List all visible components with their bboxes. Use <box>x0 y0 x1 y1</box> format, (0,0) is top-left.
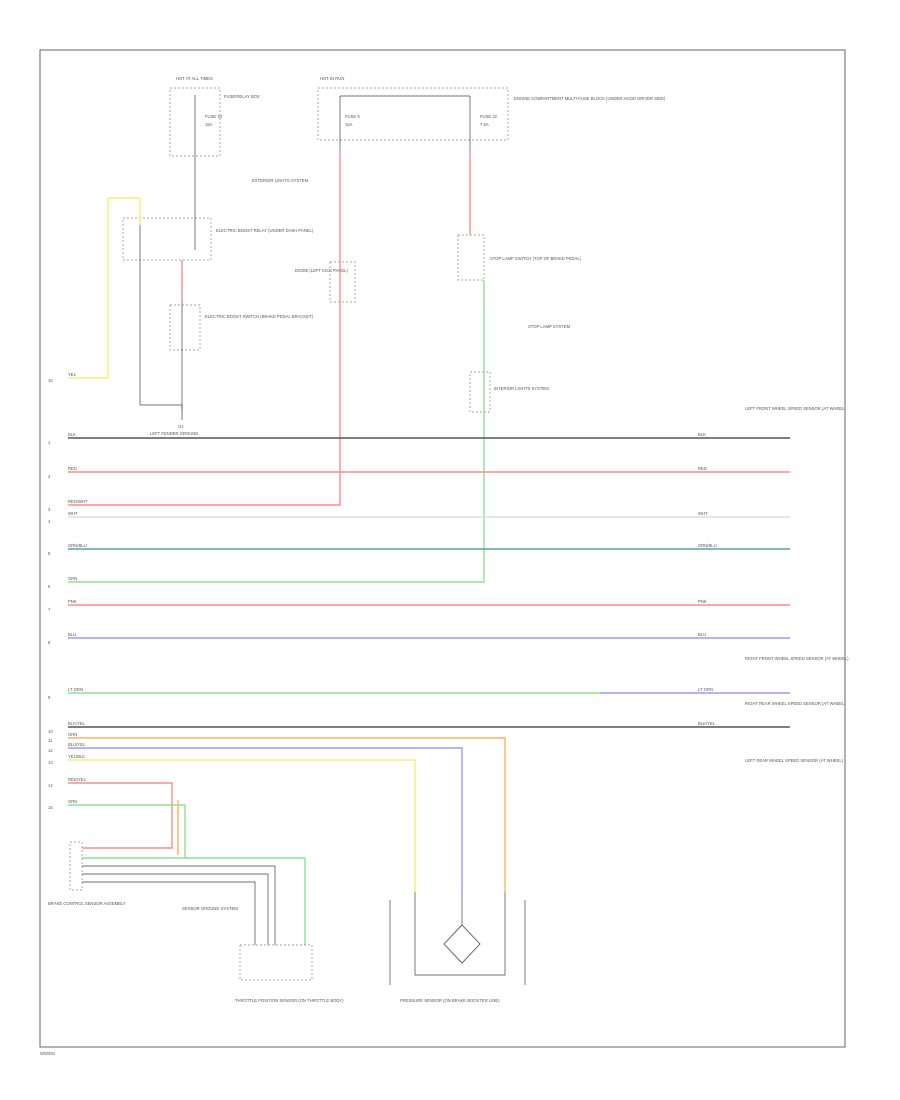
wire-dest-label: WHT <box>698 511 708 516</box>
wire-color-label: YEL/BLK <box>68 754 85 759</box>
wire-color-label: WHT <box>68 511 78 516</box>
sensor-ref-label: SENSOR GROUND SYSTEM <box>182 906 238 911</box>
stop-lamp-ref-label: STOP LAMP SYSTEM <box>528 324 571 329</box>
brake-switch-label: ELECTRIC BOOST SWITCH (BRAKE PEDAL BRACK… <box>205 314 314 319</box>
diode: DIODE (LEFT KICK PANEL) <box>295 261 356 303</box>
orange-sensor-wire <box>68 737 506 892</box>
left-fuse-note: FUSE/RELAY BOX <box>224 94 260 99</box>
wire-color-label: PNK <box>68 599 77 604</box>
pin-number: 9 <box>48 695 51 700</box>
fuse-a-number: FUSE 5 <box>345 114 360 119</box>
wheel-sensor-lf: LEFT FRONT WHEEL SPEED SENSOR (AT WHEEL) <box>745 406 846 411</box>
fuse-b-amps: 7.5A <box>480 122 489 127</box>
fuse-a-amps: 10A <box>345 122 353 127</box>
pin-number: 7 <box>48 607 51 612</box>
pin-number: 2 <box>48 474 51 479</box>
pin-number: 11 <box>48 738 53 743</box>
starter-relay: ELECTRIC BOOST RELAY (UNDER DASH PANEL) <box>122 160 314 405</box>
throttle-sensor-label: THROTTLE POSITION SENSOR (ON THROTTLE BO… <box>235 998 344 1003</box>
pin-number: 14 <box>48 783 53 788</box>
yaw-sensor-label: BRAKE CONTROL SENSOR ASSEMBLY <box>48 901 126 906</box>
wire-color-label: RED <box>68 466 77 471</box>
power-ref-label: EXTERIOR LIGHTS SYSTEM <box>252 178 309 183</box>
pin-number: 13 <box>48 760 53 765</box>
wire-color-label: YEL <box>68 372 77 377</box>
pin-number: 12 <box>48 748 53 753</box>
left-fuse-number: FUSE 10 <box>205 114 223 119</box>
pressure-sensor-label: PRESSURE SENSOR (ON BRAKE BOOSTER LINE) <box>400 998 500 1003</box>
green-stop-lamp-wire <box>68 280 485 583</box>
stop-lamp-switch-label: STOP LAMP SWITCH (TOP OF BRAKE PEDAL) <box>490 256 582 261</box>
page-ref: W/D/ED <box>40 1051 55 1056</box>
pin-number: 3 <box>48 507 51 512</box>
left-fuse-title: HOT AT ALL TIMES <box>176 76 213 81</box>
starter-relay-label: ELECTRIC BOOST RELAY (UNDER DASH PANEL) <box>216 228 314 233</box>
pin-number: 8 <box>48 640 51 645</box>
pin-number: 4 <box>48 519 51 524</box>
brake-switch: ELECTRIC BOOST SWITCH (BRAKE PEDAL BRACK… <box>169 260 314 410</box>
main-fuse-box: HOT IN RUN FUSE 5 10A FUSE 22 7.5A ENGIN… <box>317 76 666 150</box>
yellow-feed-wire <box>107 197 141 378</box>
pin-number: 10 <box>48 729 53 734</box>
wire-color-label: LT GRN <box>68 687 83 692</box>
pressure-sensor: PRESSURE SENSOR (ON BRAKE BOOSTER LINE) <box>389 892 526 1003</box>
blue-sensor-wire <box>68 747 463 892</box>
wheel-sensor-lr: LEFT REAR WHEEL SPEED SENSOR (AT WHEEL) <box>745 758 844 763</box>
red-yaw-wire <box>68 782 173 849</box>
ground-label: LEFT FENDER GROUND <box>150 431 198 436</box>
stop-lamp-switch: STOP LAMP SWITCH (TOP OF BRAKE PEDAL) <box>457 234 582 281</box>
throttle-sensor: THROTTLE POSITION SENSOR (ON THROTTLE BO… <box>182 906 344 1003</box>
wire-color-label: GRN <box>68 576 77 581</box>
ground-point: G1 LEFT FENDER GROUND <box>140 404 198 436</box>
yellow-sensor-wire <box>68 759 416 892</box>
wire-color-label: BLU/YEL <box>68 742 86 747</box>
wire-color-label: BLK <box>68 432 76 437</box>
pin-number: 15 <box>48 805 53 810</box>
wire-color-label: RED/WHT <box>68 499 88 504</box>
main-fuse-note: ENGINE COMPARTMENT MULTI-FUSE BLOCK (UND… <box>514 96 666 101</box>
fuse-b-number: FUSE 22 <box>480 114 498 119</box>
interior-ref-label: INTERIOR LIGHTS SYSTEM <box>494 386 549 391</box>
green-yaw-wire <box>68 804 186 859</box>
interior-lights-box: INTERIOR LIGHTS SYSTEM <box>469 371 549 413</box>
wire-color-label: BLK/YEL <box>68 721 86 726</box>
wire-color-label: BLU <box>68 632 76 637</box>
pin-number: 16 <box>48 378 53 383</box>
left-fuse-box: HOT AT ALL TIMES FUSE 10 15A FUSE/RELAY … <box>169 76 260 160</box>
wire-dest-label: PNK <box>698 599 707 604</box>
wire-color-label: GRN/BLU <box>68 543 87 548</box>
green-throttle-wire <box>185 857 306 945</box>
pin-number: 5 <box>48 551 51 556</box>
wheel-sensor-rf: RIGHT FRONT WHEEL SPEED SENSOR (AT WHEEL… <box>745 656 849 661</box>
wire-dest-label: BLK/YEL <box>698 721 716 726</box>
red-feed-wire <box>68 150 341 506</box>
pressure-sensor-symbol <box>443 924 481 964</box>
wheel-sensor-rr: RIGHT REAR WHEEL SPEED SENSOR (AT WHEEL) <box>745 701 846 706</box>
diode-label: DIODE (LEFT KICK PANEL) <box>295 268 349 273</box>
wire-dest-label: GRN/BLU <box>698 543 717 548</box>
wire-dest-label: LT GRN <box>698 687 713 692</box>
wire-color-label: GRN <box>68 799 77 804</box>
wire-color-label: RED/YEL <box>68 777 87 782</box>
wire-dest-label: RED <box>698 466 707 471</box>
wire-dest-label: BLK <box>698 432 706 437</box>
pin-number: 1 <box>48 440 51 445</box>
main-fuse-title: HOT IN RUN <box>320 76 344 81</box>
wire-dest-label: BLU <box>698 632 706 637</box>
wire-color-label: ORN <box>68 732 77 737</box>
pin-number: 6 <box>48 584 51 589</box>
harness-wires: BLK BLK RED RED RED/WHT WHT WHT GRN/BLU GRN/BLU G… <box>68 372 790 804</box>
diagram-border <box>39 49 846 1048</box>
left-fuse-amps: 15A <box>205 122 213 127</box>
ground-id: G1 <box>178 424 184 429</box>
